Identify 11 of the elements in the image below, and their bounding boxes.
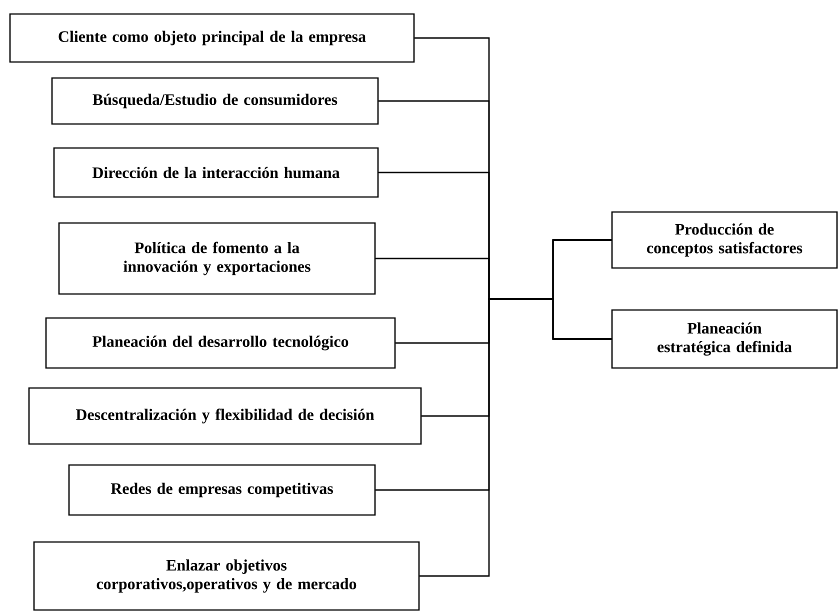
text-box: Cliente como objeto principal de la empresa xyxy=(9,13,415,63)
text-box: Planeación del desarrollo tecnológico xyxy=(45,317,396,369)
text-box: Búsqueda/Estudio de consumidores xyxy=(51,77,379,125)
text-box: Redes de empresas competitivas xyxy=(68,464,376,516)
text-box: Enlazar objetivos corporativos,operativos y de mercado xyxy=(33,541,420,611)
text-box: Producción de conceptos satisfactores xyxy=(611,211,838,269)
text-box: Planeación estratégica definida xyxy=(611,309,838,369)
connector xyxy=(420,298,612,577)
text-box: Dirección de la interacción humana xyxy=(53,147,379,198)
text-box: Política de fomento a la innovación y exportaciones xyxy=(58,222,376,295)
text-box: Descentralización y flexibilidad de decisión xyxy=(28,387,422,445)
